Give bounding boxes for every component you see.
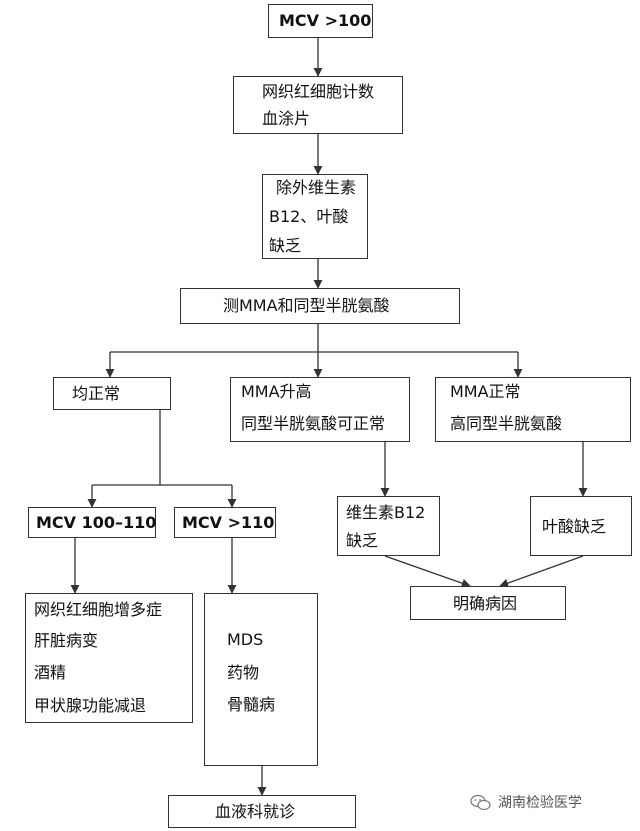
node-both-normal: 均正常	[53, 377, 171, 410]
node-test-mma-hcy: 测MMA和同型半胱氨酸	[180, 288, 460, 324]
node-mcv-100-110: MCV 100–110	[28, 507, 156, 538]
node-text: 叶酸缺乏	[542, 517, 607, 536]
node-text: 均正常	[72, 384, 121, 403]
node-hematology-referral: 血液科就诊	[168, 795, 356, 828]
node-text: 缺乏	[269, 236, 302, 255]
node-text: 血涂片	[262, 109, 311, 128]
node-text: 明确病因	[453, 594, 518, 613]
node-mcv-gt100: MCV >100	[268, 4, 373, 38]
node-text: MDS	[227, 630, 264, 649]
wechat-icon	[470, 794, 491, 811]
node-mma-normal: MMA正常 高同型半胱氨酸	[435, 377, 631, 442]
node-text: 维生素B12	[346, 503, 426, 522]
node-text: 肝脏病变	[34, 631, 99, 650]
node-causes-severe: MDS 药物 骨髓病	[204, 593, 318, 766]
node-text: MMA正常	[450, 382, 521, 401]
node-text: MCV >110	[182, 513, 275, 532]
node-text: MCV >100	[279, 11, 372, 30]
node-text: 缺乏	[346, 531, 379, 550]
node-text: 除外维生素	[276, 178, 357, 197]
node-text: 甲状腺功能减退	[34, 696, 147, 715]
node-text: MCV 100–110	[36, 513, 157, 532]
node-retic-smear: 网织红细胞计数 血涂片	[233, 76, 403, 134]
arrow-b12-to-diagnosis	[384, 555, 471, 588]
node-exclude-deficiency: 除外维生素 B12、叶酸 缺乏	[262, 174, 368, 259]
node-b12-deficiency: 维生素B12 缺乏	[337, 496, 440, 556]
node-text: 骨髓病	[227, 695, 276, 714]
node-text: 测MMA和同型半胱氨酸	[223, 296, 390, 315]
node-text: 血液科就诊	[215, 802, 296, 821]
node-text: 同型半胱氨酸可正常	[241, 414, 386, 433]
node-causes-mild: 网织红细胞增多症 肝脏病变 酒精 甲状腺功能减退	[25, 593, 193, 723]
node-text: 高同型半胱氨酸	[450, 414, 563, 433]
node-text: MMA升高	[241, 382, 312, 401]
node-mma-high: MMA升高 同型半胱氨酸可正常	[230, 377, 410, 442]
node-text: 网织红细胞增多症	[34, 600, 163, 619]
arrow-folate-to-diagnosis	[499, 555, 584, 588]
node-text: 网织红细胞计数	[262, 82, 375, 101]
node-folate-deficiency: 叶酸缺乏	[530, 496, 632, 556]
node-text: 药物	[227, 663, 260, 682]
watermark-text: 湖南检验医学	[498, 795, 582, 811]
node-mcv-gt110: MCV >110	[174, 507, 276, 538]
node-text: B12、叶酸	[269, 207, 349, 226]
node-text: 酒精	[34, 663, 67, 682]
node-diagnosis-clear: 明确病因	[410, 586, 566, 620]
